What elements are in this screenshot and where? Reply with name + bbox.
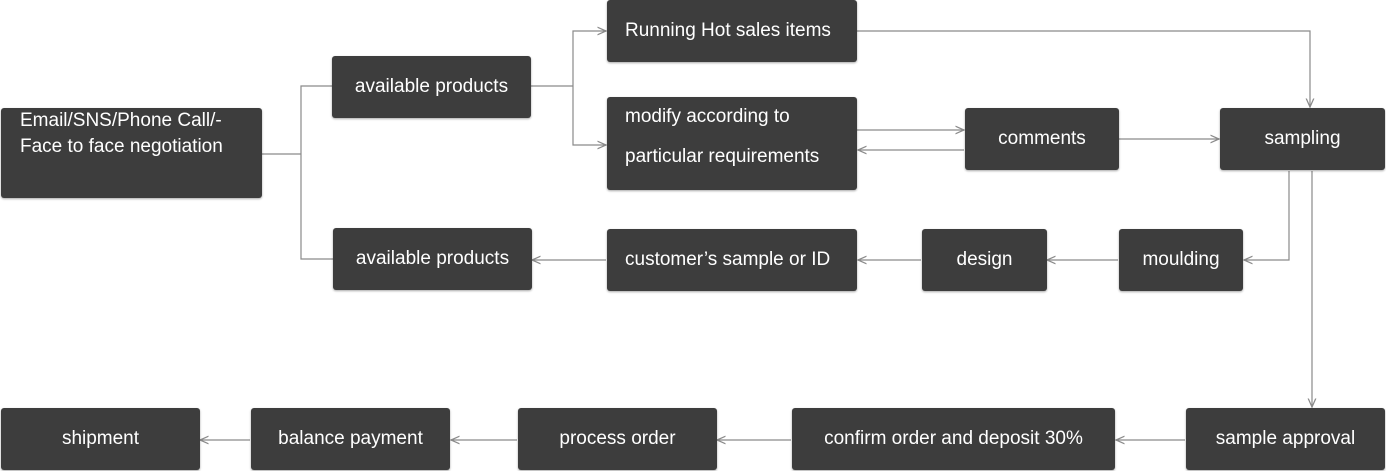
node-moulding-label: moulding bbox=[1142, 249, 1220, 270]
node-sampling: sampling bbox=[1220, 108, 1385, 170]
connector-to-modify bbox=[572, 86, 606, 145]
node-comments: comments bbox=[965, 108, 1119, 170]
node-customer-sample-label: customer’s sample or ID bbox=[625, 249, 831, 270]
connector-branch-to-available-bottom bbox=[300, 154, 333, 260]
node-modify-line2: particular requirements bbox=[625, 146, 820, 167]
node-confirm-order: confirm order and deposit 30% bbox=[792, 408, 1115, 470]
node-negotiation-line2: Face to face negotiation bbox=[20, 136, 223, 157]
node-available-products-bottom: available products bbox=[333, 228, 532, 290]
node-modify-line1: modify according to bbox=[625, 106, 790, 127]
node-running-hot-sales-label: Running Hot sales items bbox=[625, 20, 831, 41]
node-negotiation-line1: Email/SNS/Phone Call/- bbox=[20, 110, 222, 131]
node-balance-payment: balance payment bbox=[251, 408, 450, 470]
node-shipment-label: shipment bbox=[61, 428, 140, 449]
node-shipment: shipment bbox=[1, 408, 200, 470]
node-running-hot-sales: Running Hot sales items bbox=[607, 0, 857, 62]
node-sample-approval-label: sample approval bbox=[1215, 428, 1356, 449]
node-comments-label: comments bbox=[998, 128, 1086, 149]
node-process-order-label: process order bbox=[559, 428, 676, 449]
connector-running-hot-to-sampling bbox=[857, 30, 1310, 107]
connector-branch-to-available-top bbox=[300, 85, 332, 154]
node-customer-sample: customer’s sample or ID bbox=[607, 229, 857, 291]
node-confirm-order-label: confirm order and deposit 30% bbox=[824, 428, 1083, 449]
node-process-order: process order bbox=[518, 408, 717, 470]
node-balance-payment-label: balance payment bbox=[278, 428, 423, 449]
connector-sampling-to-moulding bbox=[1244, 171, 1290, 260]
node-negotiation: Email/SNS/Phone Call/- Face to face nego… bbox=[1, 108, 262, 198]
node-modify-requirements: modify according to particular requireme… bbox=[607, 97, 857, 190]
node-available-products-top-label: available products bbox=[354, 76, 509, 97]
node-sampling-label: sampling bbox=[1264, 128, 1341, 149]
node-available-products-top: available products bbox=[332, 56, 531, 118]
connector-to-running-hot bbox=[572, 31, 606, 86]
node-available-products-bottom-label: available products bbox=[355, 248, 510, 269]
node-design: design bbox=[922, 229, 1047, 291]
node-sample-approval: sample approval bbox=[1186, 408, 1385, 470]
node-moulding: moulding bbox=[1119, 229, 1243, 291]
node-design-label: design bbox=[956, 249, 1013, 270]
